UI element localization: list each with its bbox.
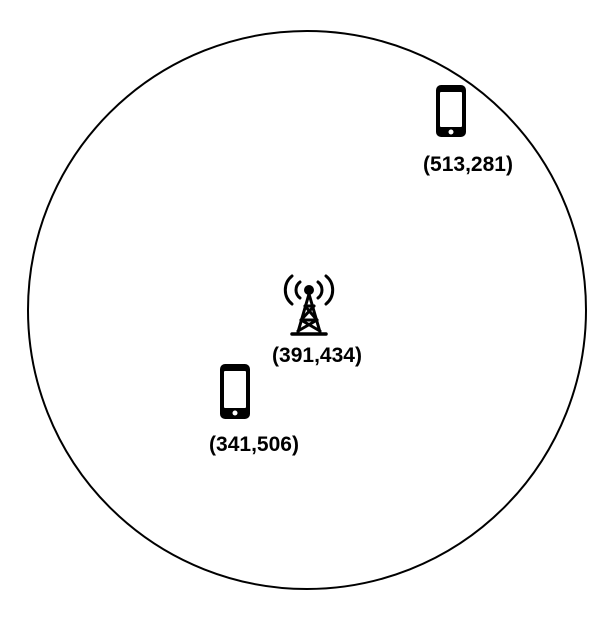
smartphone-icon [220, 364, 250, 419]
device-1: (513,281) [423, 85, 513, 176]
base-station-label: (391,434) [272, 344, 362, 367]
smartphone-icon [436, 85, 466, 137]
device-2: (341,506) [209, 364, 299, 456]
cell-tower-icon [283, 274, 335, 336]
device-1-label: (513,281) [423, 153, 513, 176]
base-station: (391,434) [272, 274, 362, 367]
device-2-label: (341,506) [209, 433, 299, 456]
